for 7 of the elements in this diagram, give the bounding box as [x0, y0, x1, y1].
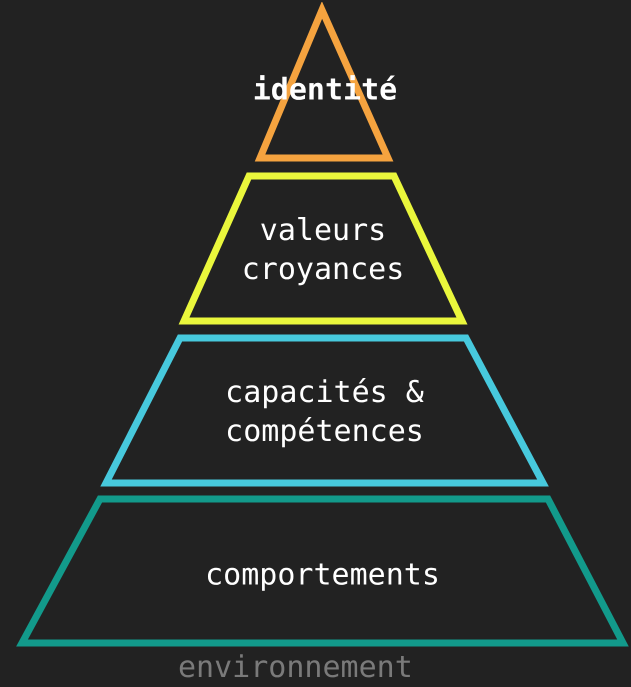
- pyramid-base: [16, 493, 629, 649]
- tier-label: capacités & compétences: [224, 374, 425, 451]
- tier-label: valeurs croyances: [240, 212, 406, 289]
- environment-label: environnement: [178, 650, 413, 685]
- pyramid-tier: [100, 332, 549, 489]
- pyramid-tier: [178, 170, 468, 327]
- tier-label: comportements: [204, 556, 441, 594]
